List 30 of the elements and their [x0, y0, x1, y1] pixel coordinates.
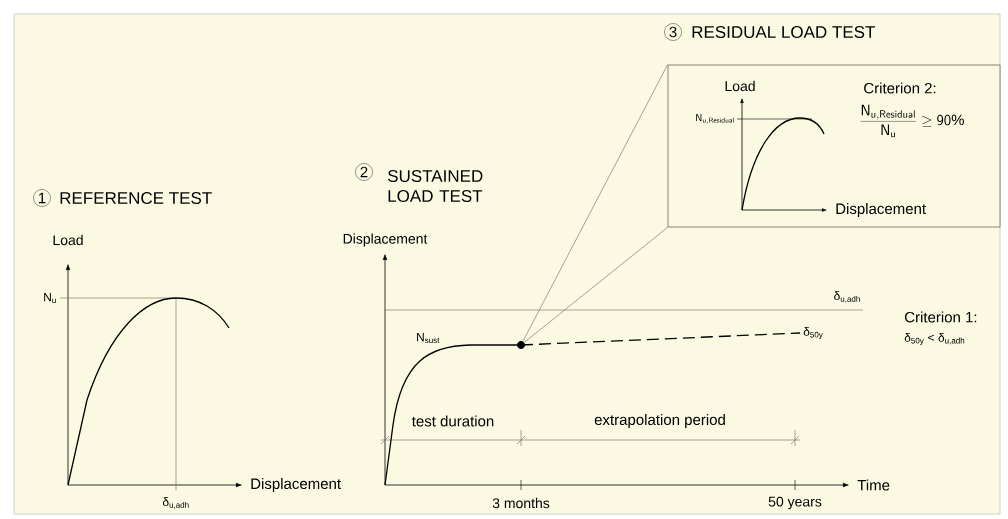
value-label: δ$_{u,adh}$: [162, 497, 189, 509]
data-point: [517, 341, 525, 349]
circled-number: 3: [664, 23, 682, 41]
axis-label: Load: [725, 80, 755, 92]
value-label: δ$_{u,adh}$: [834, 291, 860, 303]
period-label: extrapolation period: [594, 414, 725, 428]
section-heading: RESIDUAL LOAD TEST: [692, 26, 875, 38]
axis-label: Time: [857, 479, 890, 491]
criterion-text: Criterion 2:: [864, 82, 936, 94]
period-label: test duration: [411, 415, 494, 427]
criterion-formula: δ$_{50y}$ < δ$_{u,adh}$: [904, 332, 965, 346]
value-label: δ$_{50y}$: [803, 326, 823, 340]
axis-label: Displacement: [251, 478, 341, 492]
axis-label: Load: [53, 234, 83, 246]
value-formula: $\mathsf{N}_{\mathsf{u,Residual}}$: [696, 114, 734, 124]
tick-label: 50 years: [768, 496, 822, 510]
value-label: N$_{u}$: [44, 292, 56, 304]
section-heading: SUSTAINED LOAD TEST: [387, 170, 483, 203]
inset-box: [667, 64, 1001, 228]
curve-label: N$_{sust}$: [417, 332, 440, 344]
circled-number: 2: [355, 163, 373, 181]
circled-number: 1: [33, 189, 51, 207]
axis-label: Displacement: [343, 233, 428, 247]
tick-label: 3 months: [492, 497, 550, 509]
criterion-formula: $\frac{\mathsf{N}_{\mathsf{u,Residual}}}{\mathsf{N}_{\mathsf{u}}} \geq \mathsf{90\%}$: [860, 104, 964, 138]
criterion-text: Criterion 1:: [905, 311, 977, 323]
axis-label: Displacement: [836, 203, 926, 217]
section-heading: REFERENCE TEST: [60, 192, 212, 205]
leader-line: [522, 64, 668, 342]
leader-line: [524, 227, 668, 343]
